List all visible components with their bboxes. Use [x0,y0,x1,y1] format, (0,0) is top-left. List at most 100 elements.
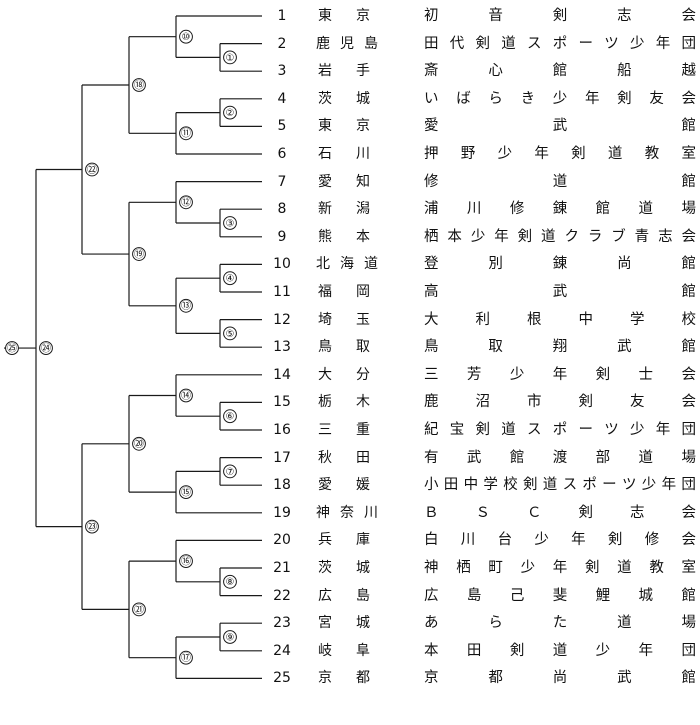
match-number-14: ⑭ [181,390,191,402]
entry-prefecture-18: 愛媛 [318,477,370,494]
entry-prefecture-15: 栃木 [318,394,370,411]
match-number-9: ⑨ [226,632,235,643]
match-number-1-circle [223,50,237,65]
entry-team-1: 初音剣志会 [424,8,696,24]
match-number-24: ㉔ [41,342,51,354]
entry-seed-24: 24 [273,642,291,659]
entry-team-2: 田代剣道スポーツ少年団 [424,35,696,52]
entry-team-7: 修道館 [424,173,696,190]
match-number-19: ⑲ [134,248,144,260]
match-number-22-circle [85,162,99,177]
entry-seed-10: 10 [273,256,291,273]
entry-prefecture-3: 岩手 [318,63,370,80]
entry-seed-6: 6 [277,146,287,162]
entry-prefecture-25: 京都 [318,670,370,687]
entry-seed-18: 18 [273,477,291,494]
match-number-final-circle [5,341,19,355]
entry-prefecture-17: 秋田 [318,449,370,466]
entry-seed-17: 17 [273,449,291,466]
match-number-11-circle [179,126,193,141]
entry-team-12: 大利根中学校 [424,311,696,328]
entry-prefecture-5: 東京 [318,118,370,135]
match-number-15-circle [179,485,193,500]
match-number-10: ⑩ [182,32,191,43]
entry-seed-19: 19 [273,504,291,521]
entry-team-4: いばらき少年剣友会 [424,90,696,107]
match-number-11: ⑪ [181,128,191,140]
entry-team-18: 小田中学校剣道スポーツ少年団 [424,477,696,494]
entry-team-10: 登別錬尚館 [424,256,696,273]
match-number-5-circle [223,326,237,341]
entry-seed-25: 25 [273,670,291,687]
entry-prefecture-8: 新潟 [318,201,370,218]
entry-team-25: 京都尚武館 [424,670,696,687]
match-number-23-circle [85,519,99,534]
match-number-24-circle [39,341,53,355]
match-number-17: ⑰ [181,652,191,664]
entry-seed-14: 14 [273,366,291,383]
entry-prefecture-1: 東京 [318,8,370,24]
entry-seed-22: 22 [273,587,291,604]
match-number-17-circle [179,650,193,665]
entry-prefecture-9: 熊本 [318,228,370,245]
match-number-16-circle [179,554,193,568]
match-number-18-circle [132,78,146,92]
match-number-16: ⑯ [181,556,191,568]
match-number-2: ② [226,108,235,119]
entry-prefecture-7: 愛知 [318,173,370,190]
entry-seed-21: 21 [273,560,291,576]
entry-seed-13: 13 [273,339,291,356]
entry-seed-7: 7 [277,173,287,190]
entry-prefecture-6: 石川 [318,146,370,162]
match-number-6-circle [223,409,237,424]
entry-prefecture-23: 宮城 [318,615,370,632]
entry-prefecture-11: 福岡 [318,284,370,300]
entry-team-15: 鹿沼市剣友会 [424,394,696,411]
entry-prefecture-12: 埼玉 [318,311,370,328]
match-number-18: ⑱ [134,79,144,91]
entry-seed-1: 1 [277,8,287,24]
entry-team-13: 鳥取翔武館 [424,339,696,356]
entry-team-23: あらた道場 [424,615,696,632]
entry-team-14: 三芳少年剣士会 [424,366,696,383]
match-number-13: ⑬ [181,300,191,312]
match-number-4: ④ [226,274,235,285]
entry-prefecture-2: 鹿児島 [316,35,378,52]
entry-seed-8: 8 [277,201,287,218]
match-number-2-circle [223,105,237,120]
entry-seed-3: 3 [277,63,287,80]
entry-prefecture-20: 兵庫 [318,532,370,549]
match-number-8-circle [223,574,237,589]
entry-team-21: 神栖町少年剣道教室 [424,560,696,576]
entry-seed-12: 12 [273,311,291,328]
entry-prefecture-16: 三重 [318,422,370,438]
match-number-21: ㉑ [134,604,144,616]
entry-team-6: 押野少年剣道教室 [424,146,696,162]
match-number-22: ㉒ [87,164,97,176]
match-number-14-circle [179,388,193,403]
entry-prefecture-19: 神奈川 [316,504,378,521]
entry-team-11: 高武館 [424,284,696,300]
entry-team-20: 白川台少年剣修会 [424,532,696,549]
match-number-5: ⑤ [226,329,235,340]
entry-seed-20: 20 [273,532,291,549]
match-number-9-circle [223,630,237,644]
match-number-23: ㉓ [87,521,97,533]
entry-seed-15: 15 [273,394,291,411]
match-number-20: ⑳ [134,438,144,450]
match-number-3: ③ [226,218,235,229]
entry-team-24: 本田剣道少年団 [424,642,696,659]
entry-prefecture-10: 北海道 [316,256,378,273]
entry-prefecture-24: 岐阜 [318,642,370,659]
entry-prefecture-21: 茨城 [318,560,370,576]
match-number-1: ① [226,53,235,64]
match-number-6: ⑥ [226,412,235,423]
match-number-4-circle [223,271,237,286]
match-number-13-circle [179,298,193,313]
match-number-final: ㉕ [7,342,17,354]
entry-team-22: 広島己斐鯉城館 [424,587,696,604]
entry-team-3: 斎心館船越 [424,63,696,80]
entry-prefecture-13: 鳥取 [318,339,370,356]
